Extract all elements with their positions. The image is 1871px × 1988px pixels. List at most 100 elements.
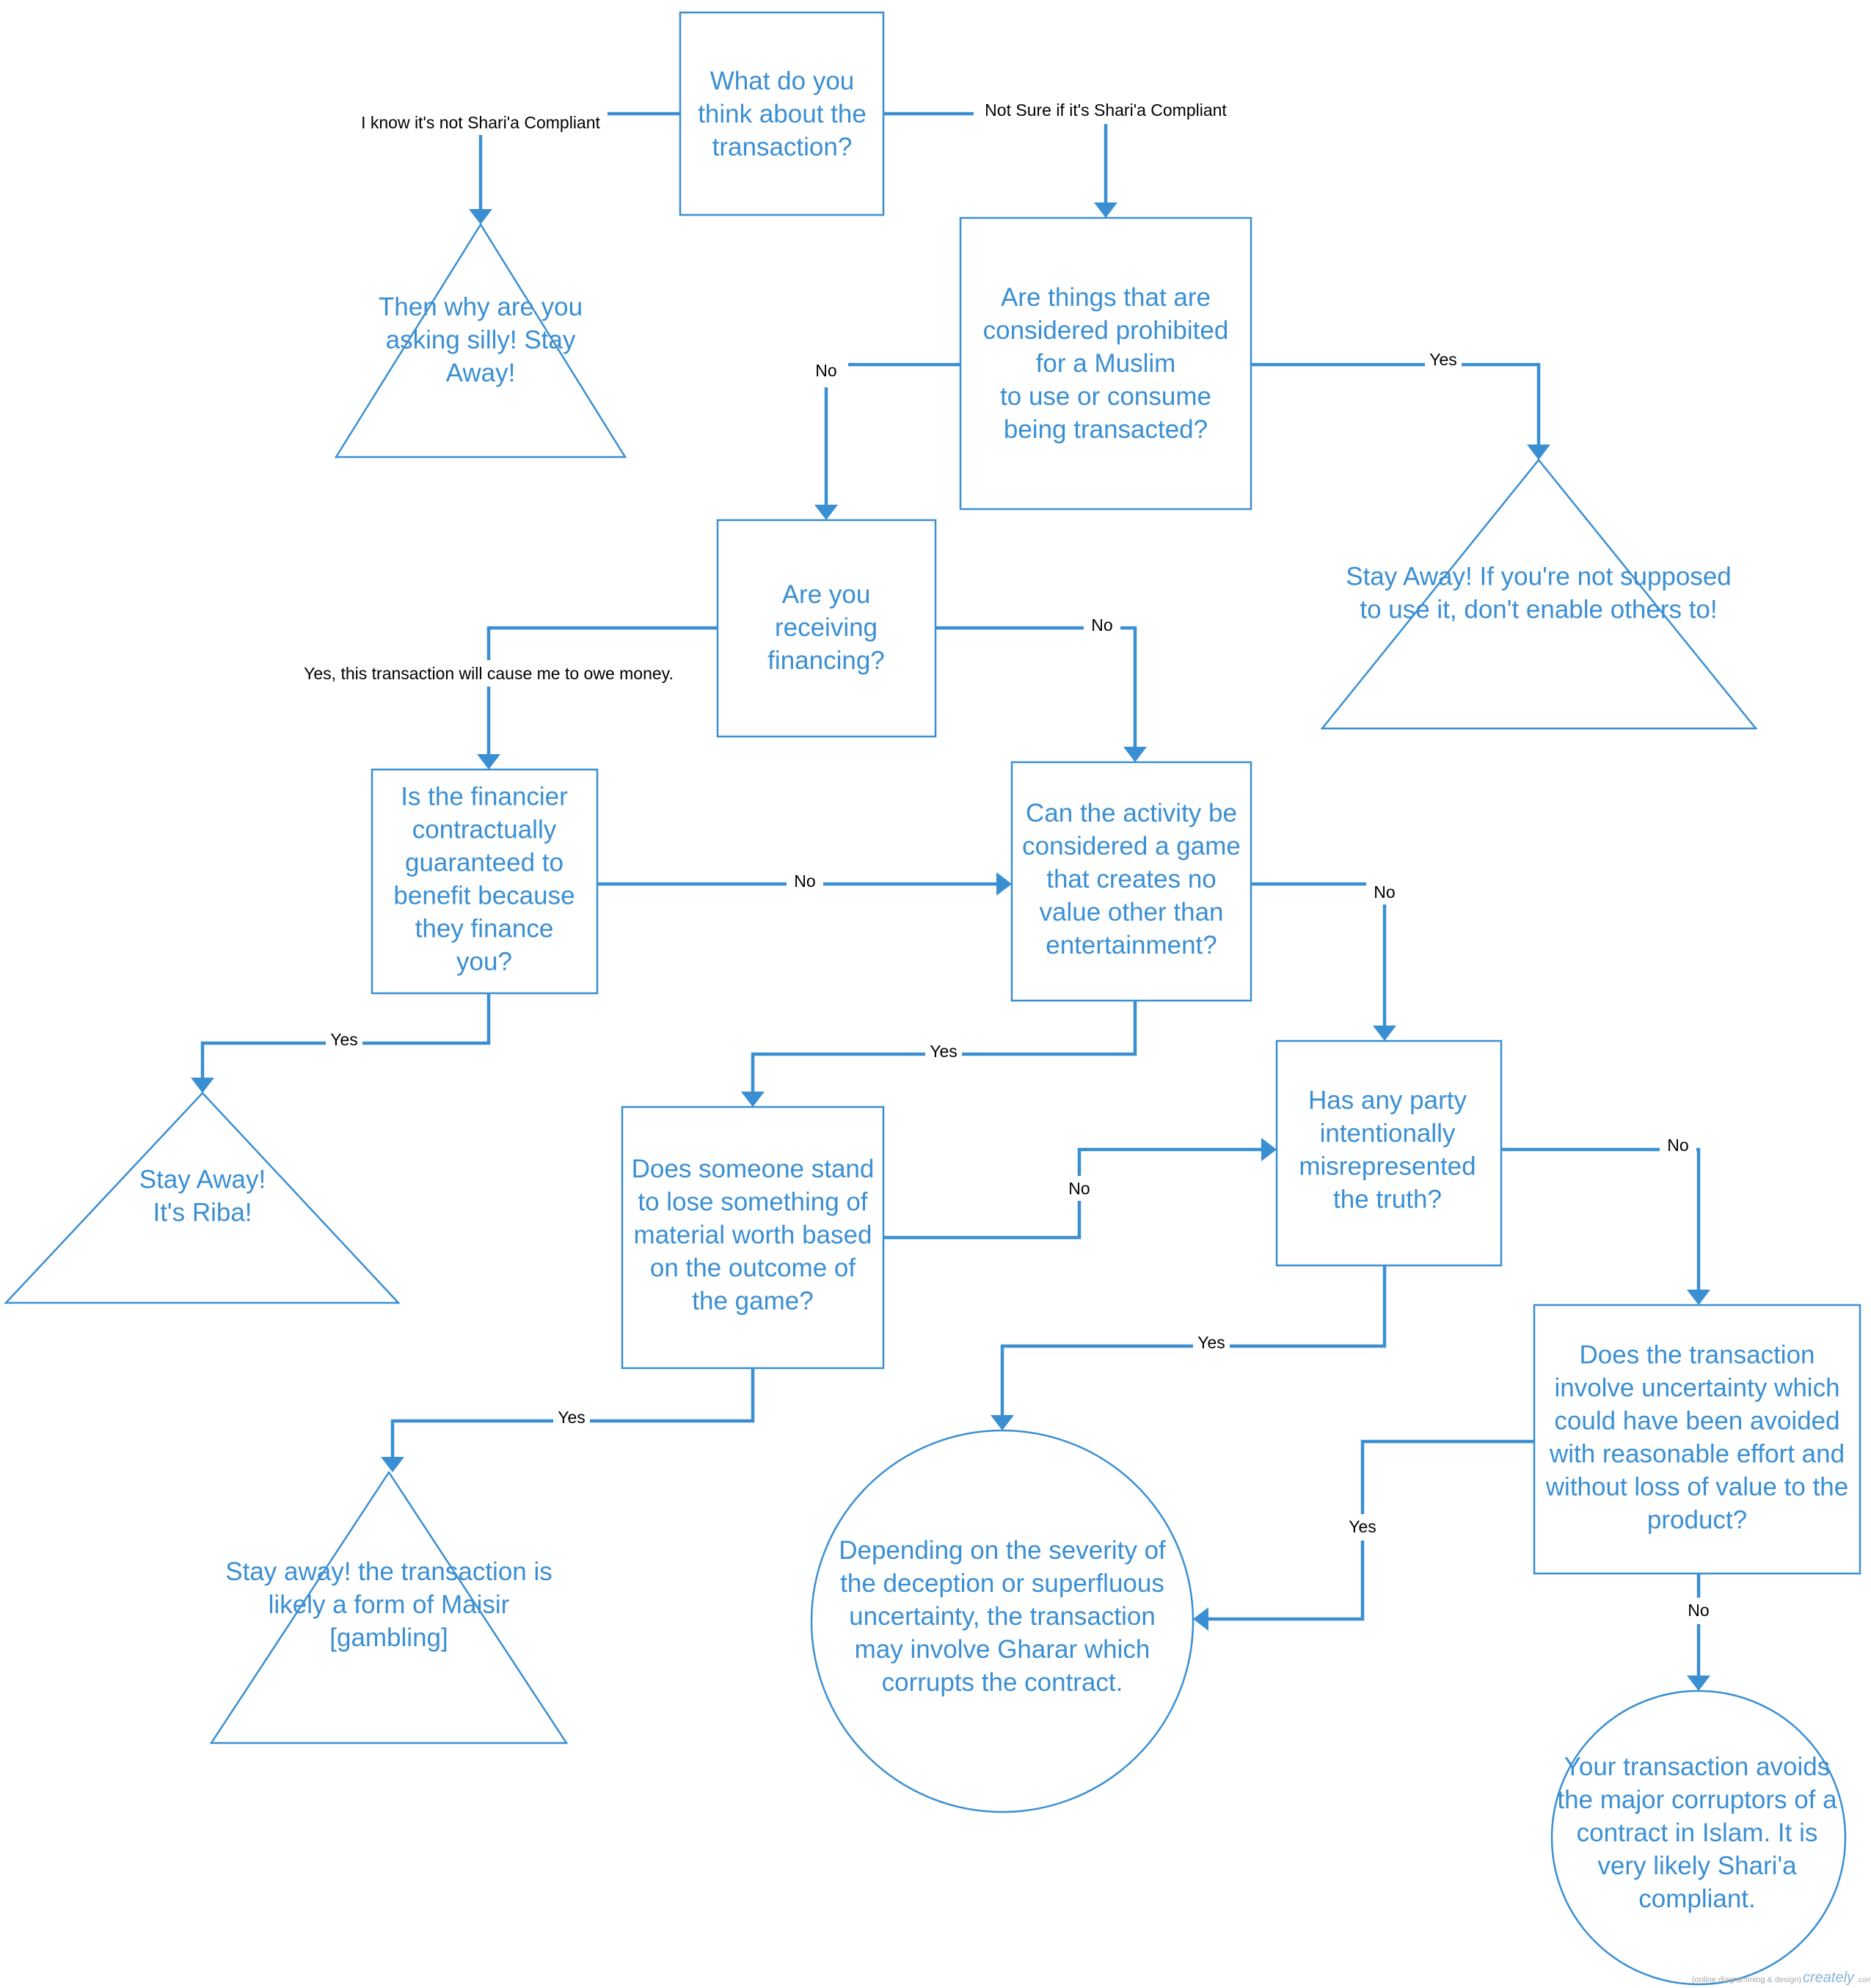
node-text-line: Stay Away! If you're not supposed <box>1346 563 1732 591</box>
prohibited-label: Are things that are considered prohibited… <box>983 283 1229 444</box>
game-box[interactable] <box>1010 761 1252 1002</box>
edge-game-no <box>1251 882 1387 1028</box>
watermark-domain: .com <box>1856 1976 1871 1984</box>
node-text-line: very likely Shari'a <box>1597 1852 1797 1880</box>
node-text-line: to use it, don't enable others to! <box>1360 596 1717 624</box>
edge-label-lose-no: No <box>1068 1179 1090 1198</box>
node-texts: What do you think about the transaction? T… <box>139 67 1848 1913</box>
edge-label-misrepresented-yes: Yes <box>1197 1333 1225 1352</box>
start-box[interactable] <box>679 11 885 216</box>
edge-start-to-prohibited <box>883 112 1108 205</box>
uncertainty-box[interactable] <box>1533 1304 1861 1575</box>
node-text-line: intentionally <box>1320 1119 1456 1148</box>
node-text-line: the deception or superfluous <box>840 1569 1164 1598</box>
node-text-line: Away! <box>446 359 516 387</box>
arrowhead <box>1687 1290 1710 1305</box>
riba-label: Stay Away!It's Riba! <box>139 1166 266 1227</box>
arrowhead <box>1687 1675 1710 1691</box>
stay-away-enable-triangle[interactable] <box>1320 458 1758 730</box>
edge-label-prohibited-yes: Yes <box>1429 350 1457 369</box>
node-text-line: What do you <box>710 67 855 95</box>
arrowhead <box>1373 1026 1396 1041</box>
edge-label-uncertainty-no: No <box>1688 1601 1709 1620</box>
financier-box[interactable] <box>371 768 599 995</box>
node-text-line: Is the financier <box>401 783 568 811</box>
node-text-line: corrupts the contract. <box>882 1668 1123 1697</box>
edge-label-lose-yes: Yes <box>558 1408 586 1427</box>
edge-label-uncertainty-yes: Yes <box>1349 1517 1376 1536</box>
gharar-label: Depending on the severity of the deceptio… <box>839 1536 1166 1697</box>
node-text-line: with reasonable effort and <box>1549 1440 1845 1469</box>
node-text-line: for a Muslim <box>1036 349 1176 378</box>
node-text-line: Does someone stand <box>632 1155 875 1183</box>
not-compliant-triangle[interactable] <box>334 222 627 458</box>
arrowhead <box>477 754 500 770</box>
arrowhead <box>996 872 1012 896</box>
misrepresented-label: Has any party intentionally misrepresented… <box>1299 1086 1476 1214</box>
edge-label-game-no: No <box>1374 882 1395 902</box>
arrowhead <box>1261 1138 1277 1161</box>
maisir-triangle[interactable] <box>209 1470 569 1744</box>
arrowhead <box>814 505 838 520</box>
start-label: What do you think about the transaction? <box>698 67 867 161</box>
arrowhead <box>469 209 492 224</box>
node-text-line: considered prohibited <box>983 316 1229 345</box>
node-shapes <box>4 11 1861 1986</box>
node-text-line: contract in Islam. It is <box>1577 1819 1818 1847</box>
node-text-line: Then why are you <box>379 293 583 321</box>
stay-away-enable-label: Stay Away! If you're not supposed to use … <box>1346 563 1732 624</box>
compliant-label: Your transaction avoids the major corrupt… <box>1557 1753 1837 1913</box>
uncertainty-label: Does the transaction involve uncertainty … <box>1545 1341 1848 1535</box>
node-text-line: may involve Gharar which <box>855 1635 1150 1664</box>
node-text-line: Are things that are <box>1001 283 1211 312</box>
node-text-line: to use or consume <box>1000 382 1211 411</box>
node-text-line: contractually <box>412 816 557 844</box>
node-text-line: asking silly! Stay <box>386 326 576 354</box>
node-text-line: they finance <box>415 915 554 943</box>
edge-financing-no <box>936 626 1137 750</box>
node-text-line: to lose something of <box>638 1188 868 1216</box>
edge-label-not-compliant: I know it's not Shari'a Compliant <box>361 113 600 132</box>
node-text-line: the major corruptors of a <box>1557 1786 1837 1814</box>
arrowhead <box>1193 1607 1208 1631</box>
node-text-line: Your transaction avoids <box>1564 1753 1831 1781</box>
watermark: (online diagramming & design) creately .… <box>1692 1970 1871 1986</box>
node-text-line: think about the <box>698 100 867 128</box>
node-text-line: that creates no <box>1046 865 1217 893</box>
arrowhead <box>741 1092 765 1107</box>
node-text-line: value other than <box>1039 898 1223 927</box>
node-text-line: being transacted? <box>1004 415 1208 444</box>
node-text-line: the truth? <box>1333 1185 1442 1214</box>
node-text-line: considered a game <box>1022 832 1241 860</box>
node-text-line: involve uncertainty which <box>1554 1374 1839 1403</box>
arrowhead <box>991 1415 1014 1430</box>
node-text-line: Can the activity be <box>1026 799 1237 827</box>
edge-prohibited-yes <box>1251 362 1541 447</box>
node-text-line: Has any party <box>1308 1086 1467 1115</box>
edge-label-financier-no: No <box>794 871 815 891</box>
misrepresented-box[interactable] <box>1275 1039 1503 1267</box>
lose-something-label: Does someone stand to lose something of ma… <box>632 1155 875 1315</box>
node-text-line: misrepresented <box>1299 1152 1476 1181</box>
arrowhead <box>191 1078 214 1093</box>
node-text-line: on the outcome of <box>650 1254 856 1282</box>
node-text-line: transaction? <box>712 133 853 161</box>
node-text-line: entertainment? <box>1046 931 1217 960</box>
node-text-line: product? <box>1647 1506 1747 1535</box>
lose-something-box[interactable] <box>621 1106 885 1370</box>
edge-label-game-yes: Yes <box>930 1042 958 1061</box>
node-text-line: Depending on the severity of <box>839 1536 1166 1565</box>
node-text-line: Does the transaction <box>1579 1341 1815 1370</box>
node-text-line: benefit because <box>393 882 575 910</box>
node-text-line: Stay Away! <box>139 1166 266 1194</box>
financing-box[interactable] <box>716 519 937 738</box>
edge-label-financing-no: No <box>1091 615 1112 635</box>
node-text-line: Stay away! the transaction is <box>225 1557 552 1586</box>
node-text-line: the game? <box>692 1287 813 1315</box>
riba-triangle[interactable] <box>4 1092 401 1304</box>
node-text-line: material worth based <box>634 1221 872 1249</box>
